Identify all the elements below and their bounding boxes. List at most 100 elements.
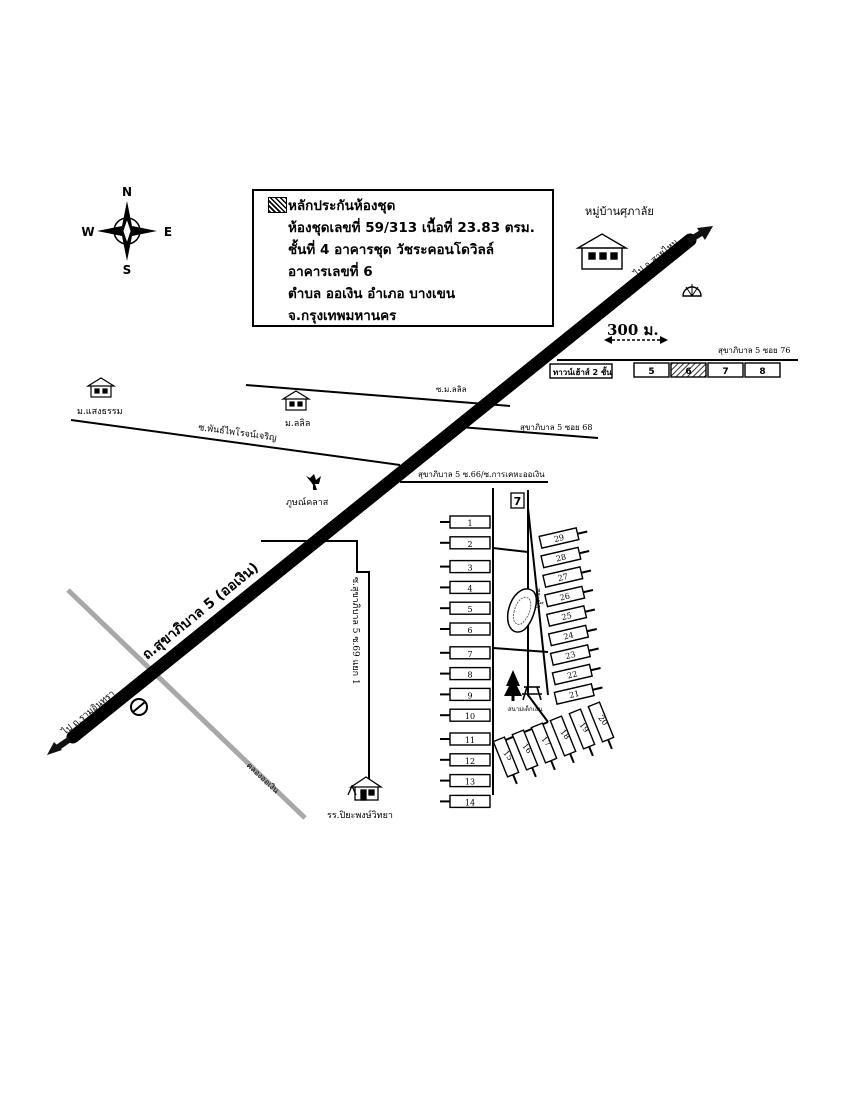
school-icon	[347, 776, 384, 801]
legend-line-unit: ห้องชุดเลขที่ 59/313 เนื้อที่ 23.83 ตรม.	[288, 220, 535, 236]
building-access-line	[592, 686, 603, 691]
distance-label: 300 ม.	[607, 321, 659, 339]
building-number: 9	[467, 691, 472, 700]
building-access-line	[607, 739, 613, 750]
gas-station-icon	[682, 284, 702, 297]
building-block-group: 17	[530, 722, 558, 771]
main-road	[66, 233, 697, 744]
canal-label: คลองออเงิน	[245, 761, 281, 796]
canal-line	[66, 588, 307, 820]
playground-label: สนามเด็กเล่น	[508, 704, 543, 713]
hatch-swatch-icon	[268, 197, 287, 213]
svg-text:7: 7	[514, 495, 522, 508]
building-access-line	[550, 760, 556, 771]
garuda-place-label: ภูษณ์คลาส	[286, 496, 329, 508]
arrow-to-sai-mai-icon	[697, 226, 713, 240]
building-block	[449, 559, 491, 574]
building-number: 5	[467, 605, 472, 614]
building-block-group: 28	[540, 546, 590, 569]
pond-label: สระน้ำ	[534, 588, 545, 609]
townhouse-unit-number: 6	[685, 367, 691, 377]
building-block	[449, 708, 491, 722]
building-block	[449, 646, 491, 660]
legend-title: หลักประกันห้องชุด	[288, 198, 396, 214]
building-number: 3	[467, 564, 472, 573]
building-number: 8	[467, 671, 472, 680]
townhouse-box	[549, 363, 613, 379]
building-number: 25	[561, 611, 573, 622]
townhouse-unit-number: 7	[722, 367, 728, 377]
townhouse-unit-number: 8	[759, 367, 765, 377]
legend-line-district: ตำบล ออเงิน อำเภอ บางเขน	[288, 286, 456, 302]
compass-east: E	[164, 225, 172, 239]
building-block-group: 25	[545, 605, 596, 627]
building-access-line	[512, 774, 518, 785]
building-block-group: 23	[549, 644, 599, 666]
building-block-group: 22	[551, 663, 601, 686]
building-access-line	[588, 746, 594, 757]
building-access-line	[581, 569, 592, 574]
compass-rose-icon	[97, 201, 157, 261]
building-block-group: 16	[511, 729, 539, 778]
building-block-group: 26	[543, 585, 594, 608]
school-label: รร.ปิยะพงษ์วิทยา	[327, 809, 393, 821]
house-icon	[280, 390, 312, 411]
picnic-table-icon	[522, 686, 542, 701]
building-block	[449, 580, 491, 595]
soi-m-lalil-label: ซ.ม.ลลิล	[436, 385, 467, 394]
townhouse-unit	[707, 362, 744, 378]
legend-line-floor: ชั้นที่ 4 อาคารชุด วัชระคอนโดวิลล์	[288, 242, 495, 258]
building-number: 11	[465, 736, 475, 745]
building-number: 1	[467, 519, 472, 528]
building-access-line	[531, 767, 537, 778]
building-block	[449, 536, 491, 550]
building-number: 2	[467, 540, 472, 549]
m-saeng-tham-label: ม.แสงธรรม	[77, 407, 123, 417]
legend-line-building: อาคารเลขที่ 6	[288, 264, 373, 280]
building-number: 4	[467, 584, 472, 593]
house-icon	[85, 377, 117, 398]
building-number: 6	[467, 626, 472, 635]
m-lalil-label: ม.ลลิล	[285, 418, 310, 429]
tree-icon	[504, 670, 522, 701]
building-access-line	[586, 628, 597, 633]
townhouse-unit-highlighted	[670, 362, 707, 378]
building-access-line	[588, 647, 599, 652]
no-entry-sign-icon	[130, 698, 148, 716]
soi-66-label: สุขาภิบาล 5 ซ.66/ซ.การเคหะออเงิน	[418, 470, 545, 479]
building-number: 21	[568, 689, 580, 700]
building-block	[449, 622, 491, 636]
compass-north: N	[122, 185, 132, 199]
building-block-group: 18	[549, 715, 577, 764]
building-access-line	[577, 530, 588, 535]
building-number: 12	[465, 757, 475, 766]
building-number: 24	[563, 630, 575, 641]
building-block	[449, 794, 491, 809]
building-access-line	[582, 589, 594, 594]
compass-south: S	[123, 263, 132, 277]
building-number: 22	[566, 669, 578, 680]
building-block	[449, 687, 491, 702]
side-streets	[70, 359, 798, 795]
townhouse-unit	[744, 362, 781, 378]
building-block-group: 19	[568, 708, 596, 757]
building-number: 7	[467, 650, 472, 659]
building-number: 23	[565, 650, 577, 661]
townhouse-label: ทาวน์เฮ้าส์ 2 ชั้น	[553, 366, 612, 377]
building-access-line	[579, 550, 590, 555]
building-block	[449, 732, 491, 746]
soi-68-label: สุขาภิบาล 5 ซอย 68	[520, 423, 592, 432]
convenience-store-icon: 7	[510, 492, 525, 509]
building-block-group: 24	[547, 624, 597, 647]
building-access-line	[569, 753, 575, 764]
legend-line-province: จ.กรุงเทพมหานคร	[288, 308, 397, 324]
building-block-group: 20	[587, 701, 615, 750]
building-number: 10	[465, 712, 475, 721]
building-number: 28	[555, 552, 567, 563]
house-icon	[575, 233, 629, 270]
soi-side-label: ซ.สุขาภิบาล 5 ซ.69 แยก 1	[350, 577, 361, 685]
townhouse-unit	[633, 362, 670, 378]
